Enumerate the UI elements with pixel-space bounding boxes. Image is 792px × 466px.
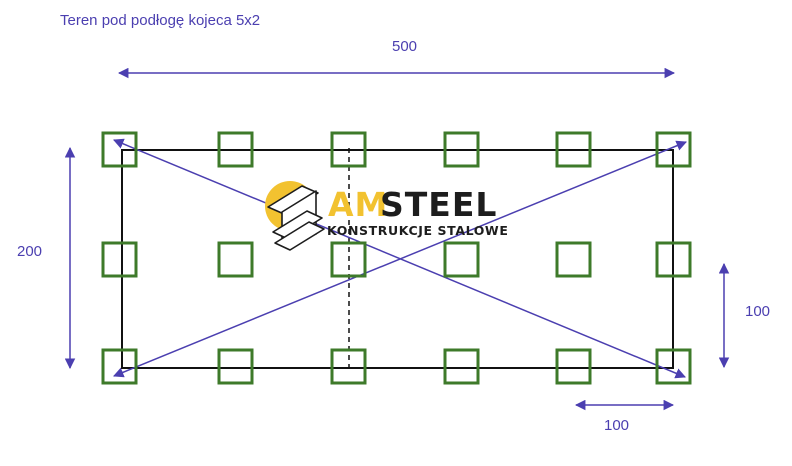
logo-brand-main: STEEL xyxy=(380,185,498,224)
diagonal-arrow-2 xyxy=(113,140,687,378)
foundation-pad xyxy=(555,131,592,168)
drawing-title: Teren pod podłogę kojeca 5x2 xyxy=(60,12,261,29)
foundation-pad xyxy=(217,241,254,278)
foundation-pad xyxy=(655,241,692,278)
foundation-pad xyxy=(217,131,254,168)
foundation-pad xyxy=(101,241,138,278)
foundation-pad xyxy=(217,348,254,385)
foundation-pad xyxy=(655,348,692,385)
logo-tagline: KONSTRUKCJE STALOWE xyxy=(327,223,509,238)
dimension-label-right: 100 xyxy=(745,303,771,320)
foundation-pads xyxy=(101,131,692,385)
foundation-pad xyxy=(101,348,138,385)
foundation-pad xyxy=(443,241,480,278)
foundation-pad xyxy=(330,241,367,278)
logo-brand-accent: AM xyxy=(328,185,389,224)
dimension-label-top: 500 xyxy=(392,38,418,55)
foundation-pad xyxy=(555,241,592,278)
dimension-label-bottom: 100 xyxy=(604,417,630,434)
foundation-pad xyxy=(555,348,592,385)
foundation-pad xyxy=(655,131,692,168)
foundation-pad xyxy=(330,131,367,168)
foundation-pad xyxy=(443,131,480,168)
foundation-pad xyxy=(330,348,367,385)
amsteel-logo-icon xyxy=(265,181,325,251)
foundation-pad xyxy=(101,131,138,168)
foundation-pad xyxy=(443,348,480,385)
dimension-label-left: 200 xyxy=(17,243,43,260)
